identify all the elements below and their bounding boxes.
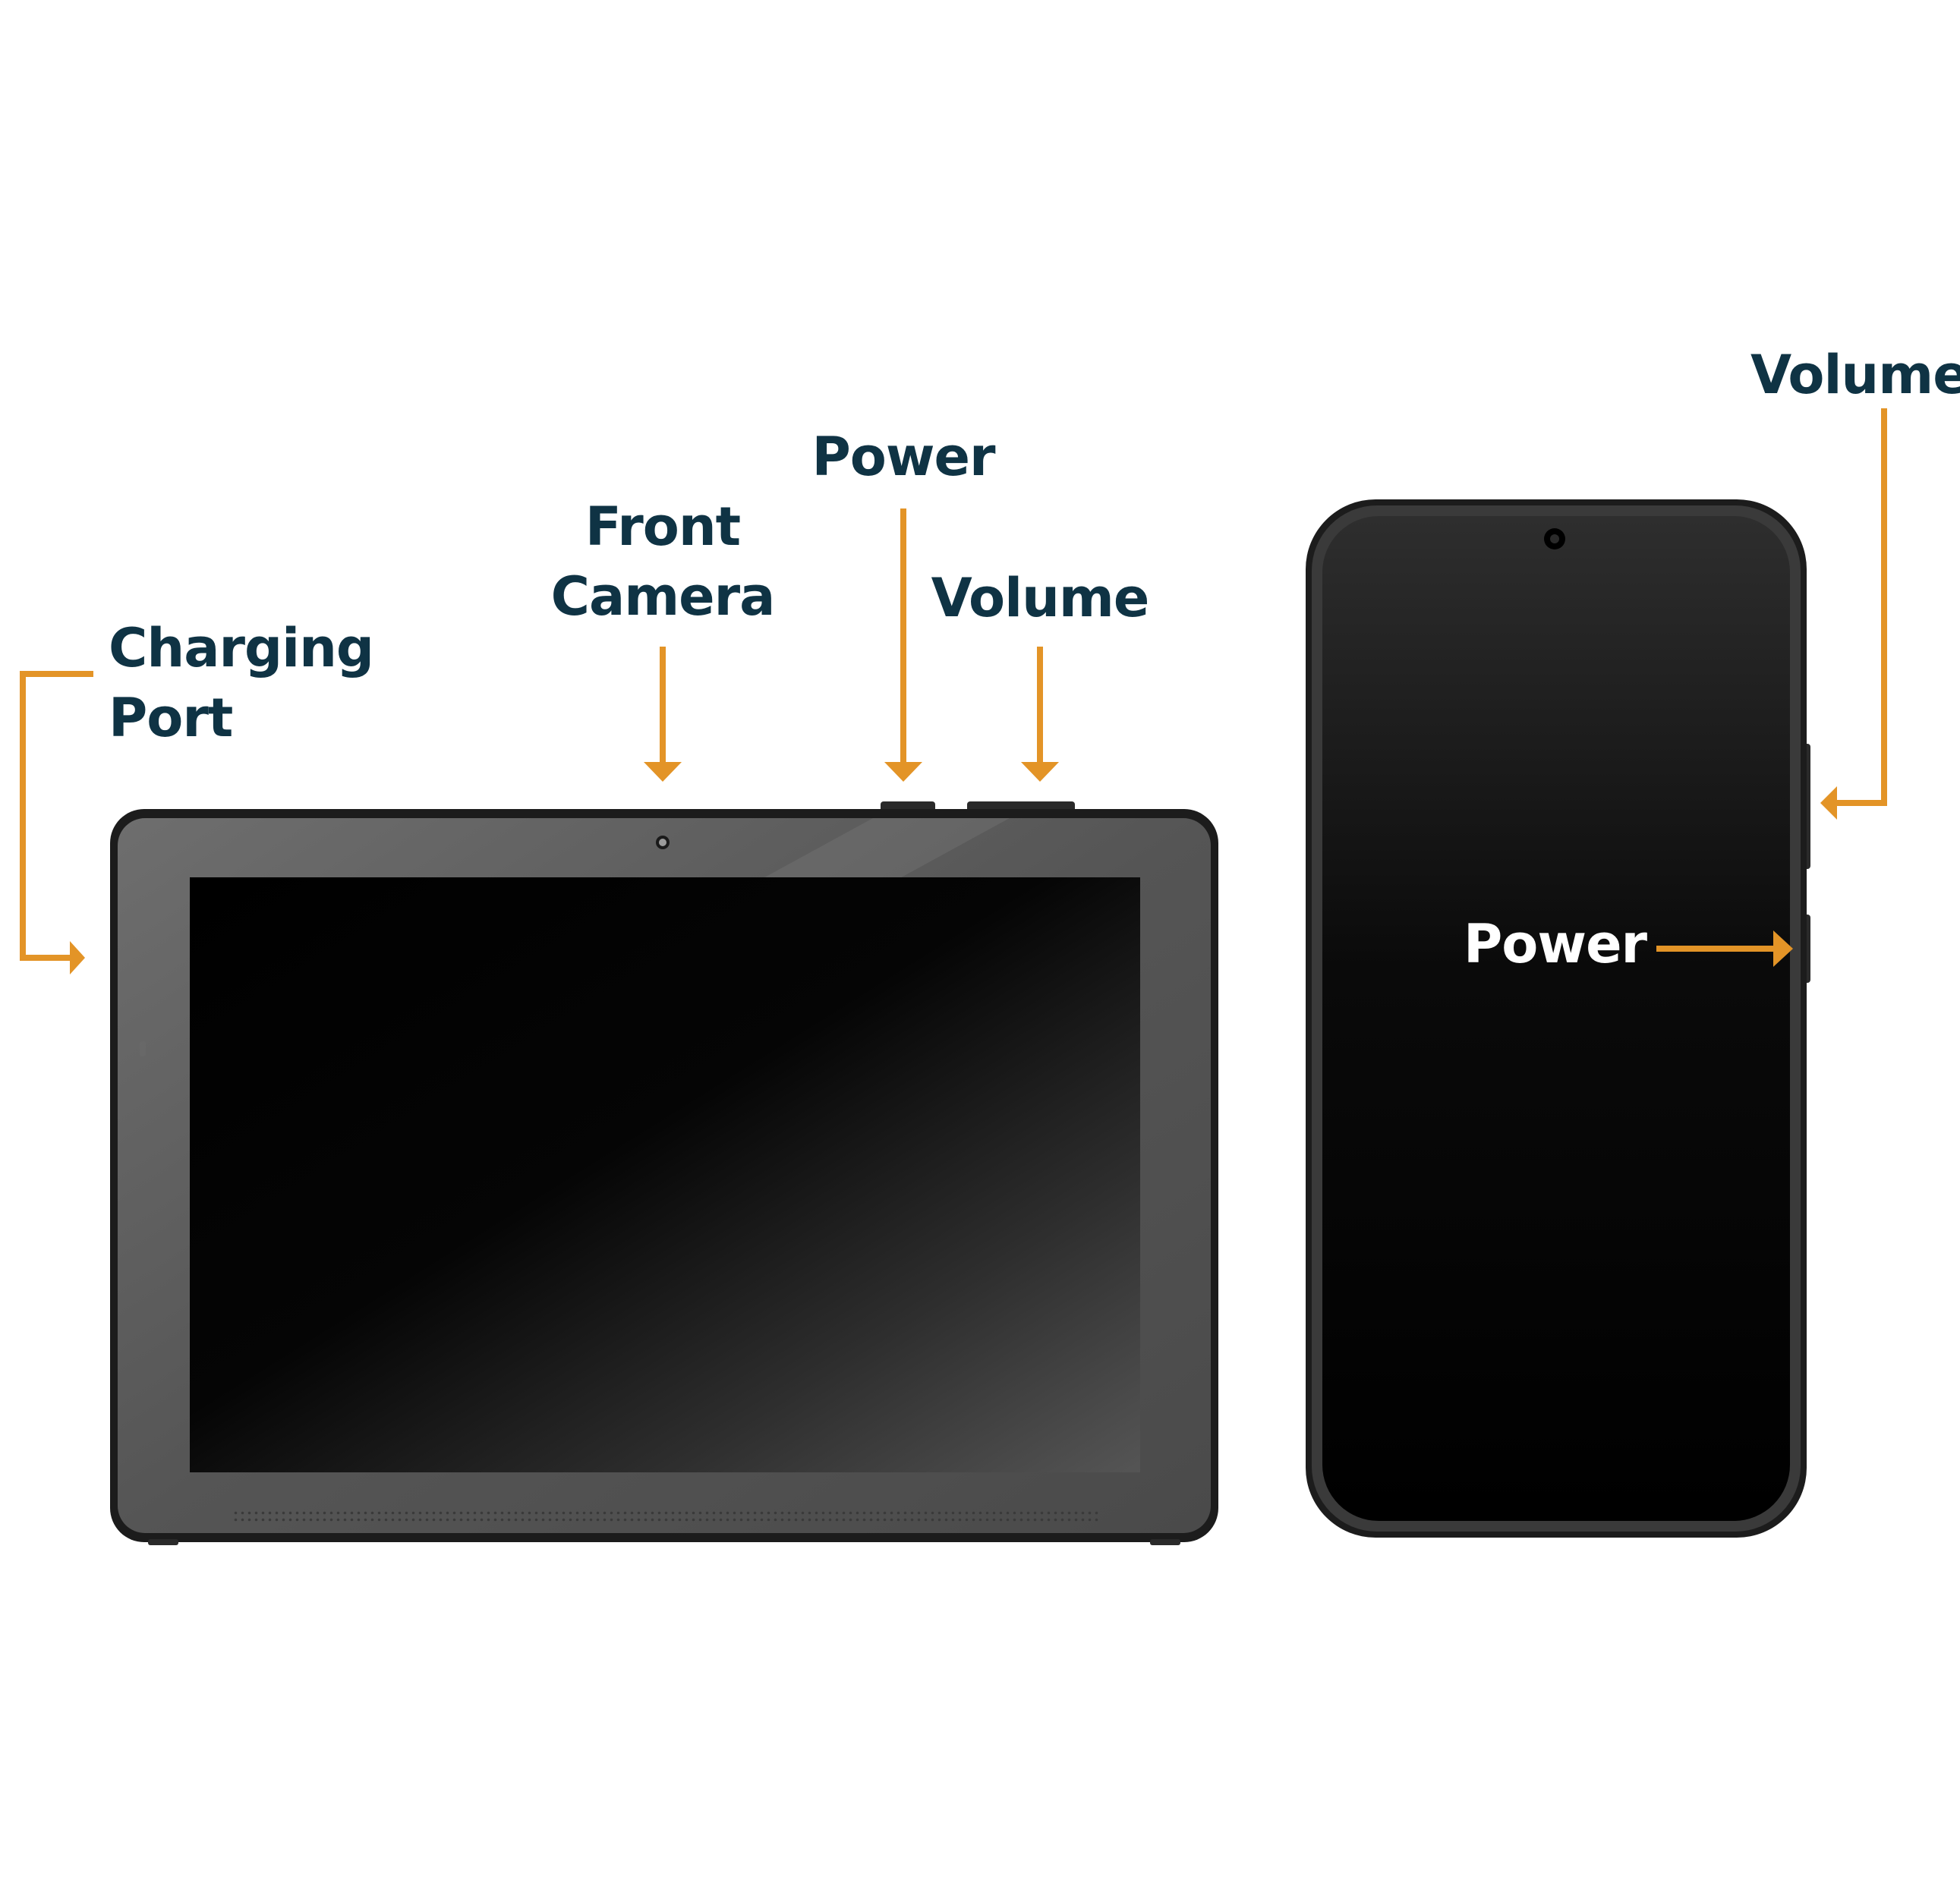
phone-screen (1322, 516, 1790, 1521)
charging-port-label-line2: Port (109, 687, 233, 749)
phone-device (1306, 499, 1810, 1538)
front-camera-label-line1: Front (585, 496, 741, 558)
arrow-icon (884, 508, 922, 782)
arrow-icon (1656, 930, 1793, 967)
arrow-icon (1836, 408, 1887, 806)
front-camera-label-line2: Camera (550, 565, 776, 628)
camera-lens-icon (656, 836, 670, 849)
phone-power-label: Power (1464, 913, 1647, 975)
tablet-screen (190, 877, 1140, 1472)
camera-lens-icon (1544, 528, 1565, 549)
charging-port-label: Charging Port (109, 613, 374, 753)
charging-port-label-line1: Charging (109, 617, 374, 679)
arrow-icon (70, 941, 85, 974)
phone-volume-label: Volume (1750, 344, 1960, 406)
tablet-power-label: Power (811, 426, 995, 488)
arrow-icon (644, 647, 682, 782)
front-camera-label: Front Camera (541, 492, 784, 631)
arrow-icon (20, 671, 93, 961)
tablet-volume-label: Volume (931, 567, 1150, 629)
arrow-icon (1021, 647, 1059, 782)
arrow-icon (1820, 786, 1837, 820)
tablet-speaker-grill (232, 1510, 1101, 1522)
tablet-device (110, 801, 1218, 1545)
